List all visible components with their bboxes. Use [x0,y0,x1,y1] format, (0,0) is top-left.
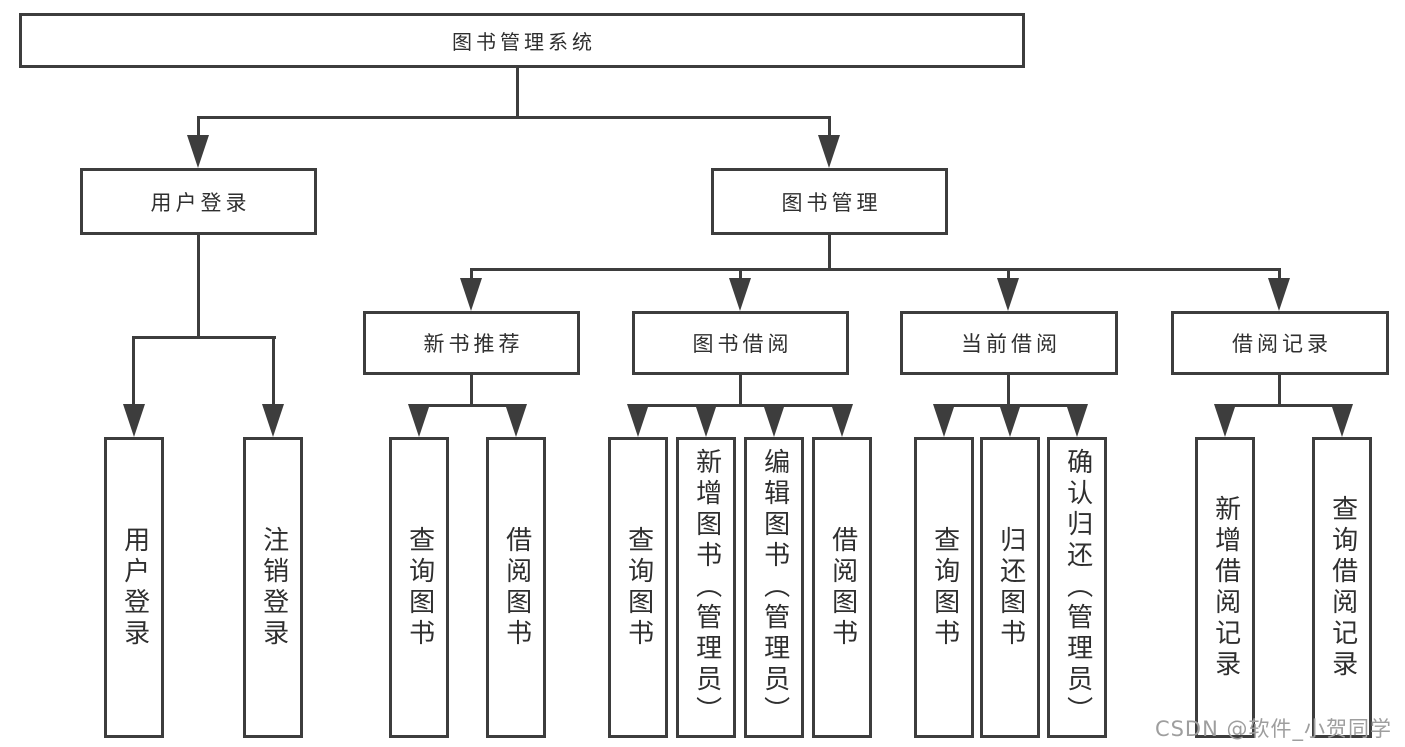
connector-line [1278,373,1281,406]
connector-line [470,268,473,281]
leaf-user-login: 用户登录 [104,437,164,738]
leaf-borrow-books: 借阅图书 [812,437,872,738]
connector-line [470,268,1281,271]
arrowhead-down-icon [1214,404,1236,437]
node-label: 用户登录 [150,190,251,215]
node-label: 新增借阅记录 [1210,494,1241,681]
arrowhead-down-icon [695,404,717,437]
node-label: 确认归还（管理员） [1062,448,1093,727]
leaf-add-books-admin: 新增图书（管理员） [676,437,736,738]
connector-line [1007,268,1010,281]
node-label: 用户登录 [119,525,150,650]
arrowhead-down-icon [1331,404,1353,437]
node-new-book-recommend: 新书推荐 [363,311,580,375]
connector-line [516,66,519,118]
connector-line [828,116,831,138]
arrowhead-down-icon [999,404,1021,437]
connector-line [197,116,831,119]
node-label: 借阅记录 [1232,332,1332,356]
arrowhead-down-icon [123,404,145,437]
arrowhead-down-icon [505,404,527,437]
node-label: 编辑图书（管理员） [759,448,790,727]
connector-line [739,373,742,406]
connector-line [470,373,473,406]
leaf-query-books: 查询图书 [914,437,974,738]
connector-line [1223,404,1344,407]
leaf-add-borrow-record: 新增借阅记录 [1195,437,1255,738]
arrowhead-down-icon [187,135,209,168]
arrowhead-down-icon [818,135,840,168]
arrowhead-down-icon [408,404,430,437]
node-label: 归还图书 [995,525,1026,650]
connector-line [132,336,276,339]
node-label: 查询借阅记录 [1327,494,1358,681]
arrowhead-down-icon [627,404,649,437]
node-library-management-system: 图书管理系统 [19,13,1025,68]
node-label: 查询图书 [404,525,435,650]
arrowhead-down-icon [763,404,785,437]
node-label: 图书管理系统 [452,30,596,54]
connector-line [272,336,275,407]
node-label: 新增图书（管理员） [691,448,722,727]
node-borrowing-records: 借阅记录 [1171,311,1389,375]
connector-line [132,336,135,407]
leaf-borrow-books: 借阅图书 [486,437,546,738]
node-label: 借阅图书 [827,525,858,650]
arrowhead-down-icon [460,278,482,311]
connector-line [739,268,742,281]
connector-line [197,233,200,339]
node-current-borrowing: 当前借阅 [900,311,1118,375]
node-user-login: 用户登录 [80,168,317,235]
node-label: 图书管理 [781,190,882,215]
leaf-logout: 注销登录 [243,437,303,738]
leaf-query-books: 查询图书 [389,437,449,738]
arrowhead-down-icon [729,278,751,311]
leaf-edit-books-admin: 编辑图书（管理员） [744,437,804,738]
arrowhead-down-icon [997,278,1019,311]
connector-line [636,404,844,407]
arrowhead-down-icon [831,404,853,437]
connector-line [1007,373,1010,406]
node-label: 新书推荐 [423,332,524,356]
node-label: 图书借阅 [692,332,793,356]
leaf-confirm-return-admin: 确认归还（管理员） [1047,437,1107,738]
node-book-borrowing: 图书借阅 [632,311,849,375]
connector-line [197,116,200,138]
csdn-watermark: CSDN @软件_小贺同学 [1154,717,1392,741]
leaf-return-books: 归还图书 [980,437,1040,738]
leaf-query-borrow-record: 查询借阅记录 [1312,437,1372,738]
node-label: 查询图书 [929,525,960,650]
node-label: 当前借阅 [961,332,1061,356]
connector-line [828,233,831,271]
connector-line [1278,268,1281,281]
leaf-query-books: 查询图书 [608,437,668,738]
node-label: 注销登录 [258,525,289,650]
node-label: 借阅图书 [501,525,532,650]
connector-line [417,404,517,407]
arrowhead-down-icon [1268,278,1290,311]
node-label: 查询图书 [623,525,654,650]
arrowhead-down-icon [933,404,955,437]
node-book-management: 图书管理 [711,168,948,235]
arrowhead-down-icon [262,404,284,437]
arrowhead-down-icon [1066,404,1088,437]
